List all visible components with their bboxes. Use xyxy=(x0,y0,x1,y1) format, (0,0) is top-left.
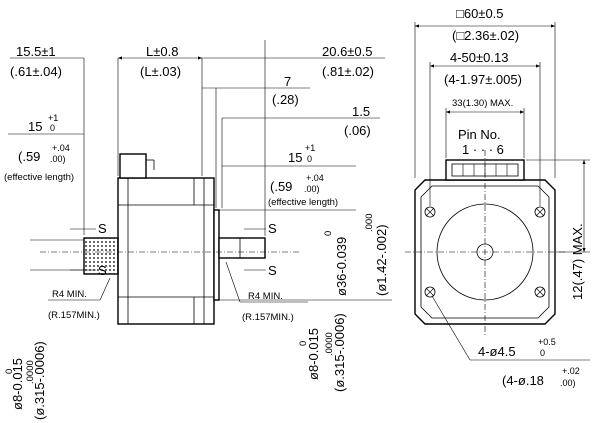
front-pilot-circle xyxy=(436,203,534,301)
s-label-rear-top: S xyxy=(98,221,107,236)
pilot-boss xyxy=(213,209,220,301)
front-dia-inch: (ø.315-.0006) xyxy=(332,313,347,392)
rear-len-tol-low: 0 xyxy=(50,123,55,133)
pin-range-label: 1 · · · 6 xyxy=(462,142,504,157)
hole-pitch-inch: (4-1.97±.005) xyxy=(444,72,522,87)
rear-len-tol-up: +1 xyxy=(48,113,58,123)
dim-L-inch: (L±.03) xyxy=(140,64,181,79)
connector-width-label: 33(1.30) MAX. xyxy=(452,98,513,109)
pilot-dia-label: ø36-0.039 xyxy=(334,237,349,296)
pilot-dia-inch-upper: .000 xyxy=(364,214,375,233)
side-view: 15.5±1 (.61±.04) L±0.8 (L±.03) 20.6±0.5 … xyxy=(4,40,392,420)
hole-dia-inch-up: +.02 xyxy=(562,366,580,376)
hole-dia-tol-low: 0 xyxy=(540,348,545,358)
rear-shaft xyxy=(83,237,119,275)
front-len-inch: (.59 xyxy=(270,179,292,194)
pin-no-label: Pin No. xyxy=(458,127,501,142)
front-dia-upper: 0 xyxy=(298,341,309,346)
pilot-dia-upper: 0 xyxy=(323,231,334,236)
front-shaft xyxy=(218,237,266,259)
front-view: □60±0.5 (□2.36±.02) 4-50±0.13 (4-1.97±.0… xyxy=(405,6,590,388)
rear-len-inch: (.59 xyxy=(18,149,40,164)
rear-dia-label: ø8-0.015 xyxy=(10,358,25,410)
square-size-label: □60±0.5 xyxy=(456,6,504,21)
rear-effective-length: (effective length) xyxy=(4,172,74,183)
s-label-front-bottom: S xyxy=(268,263,277,278)
rear-len-inch-low: .00) xyxy=(50,154,66,164)
hole-dia-tol-up: +0.5 xyxy=(538,337,556,347)
hole-dia-inch: (4-ø.18 xyxy=(502,373,544,388)
dim-L-label: L±0.8 xyxy=(146,44,178,59)
rear-len-inch-up: +.04 xyxy=(52,143,70,153)
dim-left-label: 15.5±1 xyxy=(16,44,56,59)
r4-left-inch: (R.157MIN.) xyxy=(48,310,100,321)
front-len-inch-low: .00) xyxy=(304,184,320,194)
s-label-rear-bottom: S xyxy=(98,263,107,278)
r4-right-inch: (R.157MIN.) xyxy=(242,312,294,323)
r4-right-label: R4 MIN. xyxy=(248,291,283,302)
front-len-tol-low: 0 xyxy=(307,154,312,164)
mounting-hole-tr xyxy=(534,206,546,218)
front-dia-label: ø8-0.015 xyxy=(306,328,321,380)
dim-right-inch: (.81±.02) xyxy=(322,64,374,79)
front-effective-length: (effective length) xyxy=(268,197,338,208)
s-label-front-top: S xyxy=(268,221,277,236)
motor-body xyxy=(117,177,215,325)
hole-dia-inch-low: .00) xyxy=(560,378,576,388)
rear-len-value: 15 xyxy=(28,119,42,134)
mounting-hole-tl xyxy=(424,206,436,218)
connector-height-label: 12(.47) MAX. xyxy=(570,223,585,300)
side-connector xyxy=(119,153,147,179)
rear-dia-inch: (ø.315-.0006) xyxy=(32,341,47,420)
front-len-tol-up: +1 xyxy=(305,143,315,153)
rear-dia-inch-upper: .0000 xyxy=(25,360,36,384)
dim-7-label: 7 xyxy=(284,74,291,89)
pilot-dia-inch: (ø1.42-.002) xyxy=(374,224,389,296)
rear-dia-upper: 0 xyxy=(4,369,15,374)
dim-1_5-label: 1.5 xyxy=(352,104,370,119)
mounting-hole-br xyxy=(534,286,546,298)
hole-dia-label: 4-ø4.5 xyxy=(478,344,516,359)
dim-left-inch: (.61±.04) xyxy=(10,64,62,79)
dim-1_5-inch: (.06) xyxy=(344,123,371,138)
r4-left-label: R4 MIN. xyxy=(52,289,87,300)
front-len-inch-up: +.04 xyxy=(306,173,324,183)
front-dia-inch-upper: .0000 xyxy=(324,332,335,356)
dim-7-inch: (.28) xyxy=(272,92,299,107)
front-len-value: 15 xyxy=(288,150,302,165)
dim-right-label: 20.6±0.5 xyxy=(322,44,373,59)
hole-pitch-label: 4-50±0.13 xyxy=(450,50,508,65)
mounting-hole-bl xyxy=(424,286,436,298)
square-size-inch: (□2.36±.02) xyxy=(452,28,519,43)
